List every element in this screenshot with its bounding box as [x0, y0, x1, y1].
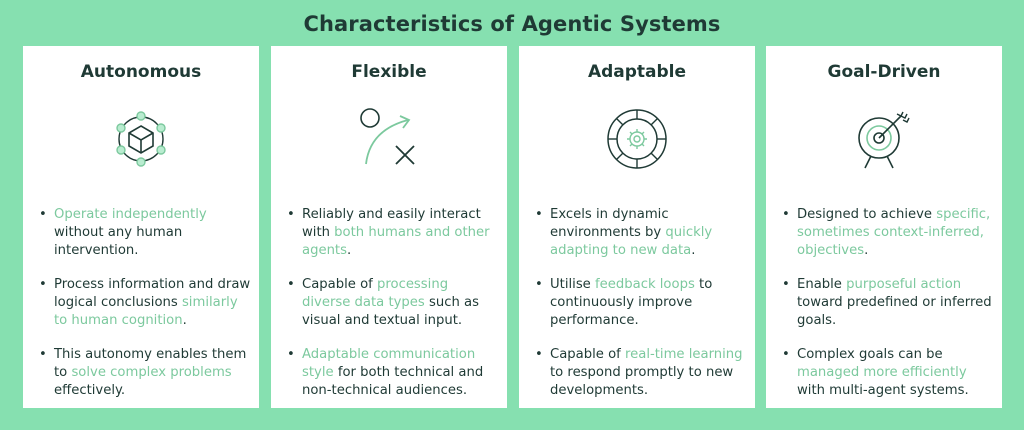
bullet-text: .: [864, 243, 869, 258]
bullet-text: .: [691, 243, 696, 258]
bullet-text: Enable: [797, 277, 847, 292]
bullet-point: Excels in dynamic environments by quickl…: [533, 206, 747, 260]
highlighted-text: specific, sometimes context-inferred, ob…: [797, 207, 991, 258]
bullet-text: toward predefined or inferred goals.: [797, 295, 992, 328]
highlighted-text: solve complex problems: [71, 365, 232, 380]
highlighted-text: real-time learning: [625, 347, 743, 362]
target-arrow-icon: [766, 104, 1002, 174]
cube-network-icon: [23, 104, 259, 174]
card-title: Autonomous: [80, 62, 202, 82]
point-list: Reliably and easily interact with both h…: [285, 206, 499, 416]
point-list: Designed to achieve specific, sometimes …: [780, 206, 994, 416]
highlighted-text: purposeful action: [846, 277, 962, 292]
bullet-text: to continuously improve performance.: [550, 277, 713, 328]
bullet-point: Process information and draw logical con…: [37, 276, 251, 330]
card-goal-driven: Goal-Driven Designed to achieve specific…: [766, 46, 1002, 408]
highlighted-text: Adaptable communication style: [302, 347, 476, 380]
bullet-point: Adaptable communication style for both t…: [285, 346, 499, 400]
bullet-text: for both technical and non-technical aud…: [302, 365, 484, 398]
page-title: Characteristics of Agentic Systems: [303, 12, 721, 36]
bullet-point: Reliably and easily interact with both h…: [285, 206, 499, 260]
bullet-text: Complex goals can be: [797, 347, 943, 362]
card-title: Flexible: [351, 62, 427, 82]
bullet-text: Designed to achieve: [797, 207, 937, 222]
highlighted-text: Operate independently: [54, 207, 207, 222]
circle-arrow-cross-icon: [271, 104, 507, 174]
card-flexible: Flexible Reliably and easily interact wi…: [271, 46, 507, 408]
bullet-point: Utilise feedback loops to continuously i…: [533, 276, 747, 330]
point-list: Excels in dynamic environments by quickl…: [533, 206, 747, 416]
bullet-text: Utilise: [550, 277, 595, 292]
bullet-point: Operate independently without any human …: [37, 206, 251, 260]
bullet-text: This autonomy enables them to: [54, 347, 247, 380]
gear-wheel-icon: [519, 104, 755, 174]
bullet-text: .: [346, 243, 352, 258]
card-adaptable: Adaptable Excels in dynamic environments: [519, 46, 755, 408]
bullet-point: Capable of real-time learning to respond…: [533, 346, 747, 400]
highlighted-text: managed more efficiently: [797, 365, 967, 380]
bullet-text: .: [182, 313, 187, 328]
bullet-point: This autonomy enables them to solve comp…: [37, 346, 251, 400]
bullet-text: Reliably and easily interact with: [302, 207, 481, 240]
bullet-text: Excels in dynamic environments by: [550, 207, 669, 240]
bullet-text: effectively.: [54, 383, 126, 398]
bullet-text: such as visual and textual input.: [302, 295, 479, 328]
highlighted-text: quickly adapting to new data: [550, 225, 713, 258]
bullet-text: to respond promptly to new developments.: [550, 365, 734, 398]
card-autonomous: Autonomous Operate independently without…: [23, 46, 259, 408]
highlighted-text: feedback loops: [595, 277, 695, 292]
card-title: Goal-Driven: [827, 62, 941, 82]
bullet-text: with multi-agent systems.: [797, 383, 969, 398]
bullet-text: without any human intervention.: [54, 225, 183, 258]
bullet-text: Capable of: [302, 277, 377, 292]
highlighted-text: both humans and other agents: [302, 225, 490, 258]
bullet-text: Capable of: [550, 347, 625, 362]
bullet-point: Designed to achieve specific, sometimes …: [780, 206, 994, 260]
bullet-point: Enable purposeful action toward predefin…: [780, 276, 994, 330]
bullet-point: Complex goals can be managed more effici…: [780, 346, 994, 400]
point-list: Operate independently without any human …: [37, 206, 251, 416]
card-title: Adaptable: [587, 62, 687, 82]
highlighted-text: similarly to human cognition: [54, 295, 238, 328]
bullet-text: Process information and draw logical con…: [54, 277, 251, 310]
highlighted-text: processing diverse data types: [302, 277, 449, 310]
bullet-point: Capable of processing diverse data types…: [285, 276, 499, 330]
